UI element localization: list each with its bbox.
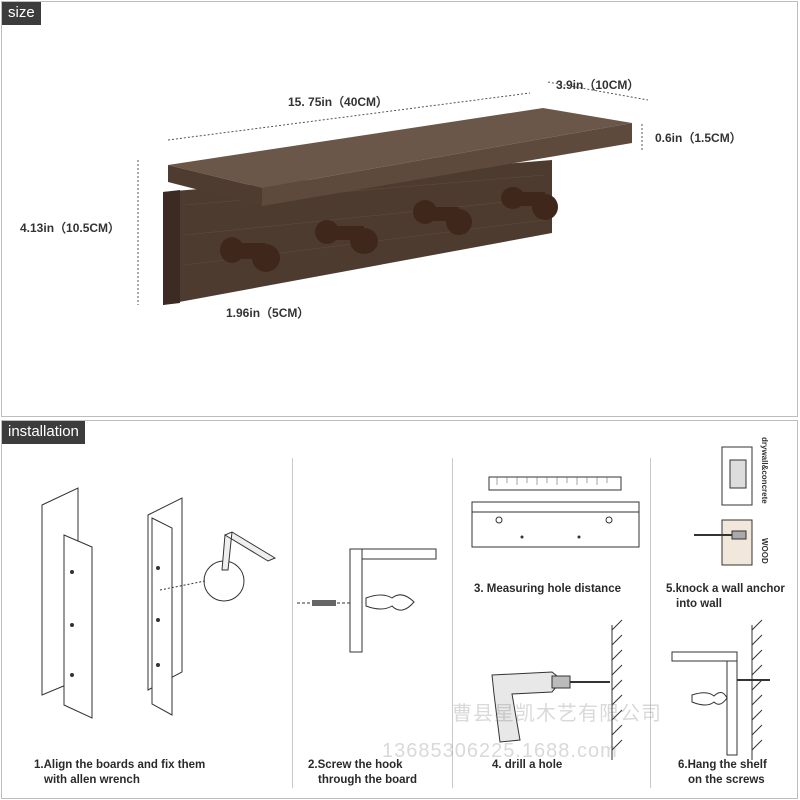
watermark-phone: 13685306225.1688.com xyxy=(382,740,618,762)
size-tag: size xyxy=(2,2,41,25)
step6-hang-illustration xyxy=(671,619,770,760)
depth-dimension: 3.9in（10CM） xyxy=(556,78,640,92)
length-dimension: 15. 75in（40CM） xyxy=(288,95,389,109)
wall-type-label: drywall&concrete xyxy=(760,437,769,504)
step2-hook-illustration xyxy=(297,548,437,653)
divider xyxy=(452,458,453,788)
step3-caption: 3. Measuring hole distance xyxy=(474,583,621,595)
step2-caption: 2.Screw the hook through the board xyxy=(308,759,418,786)
divider xyxy=(292,458,293,788)
divider xyxy=(650,458,651,788)
step1-boards-illustration xyxy=(41,487,277,719)
wall-type-label: WOOD xyxy=(760,538,769,564)
watermark-company: 曹县星凯木艺有限公司 xyxy=(452,703,662,725)
installation-panel: installation xyxy=(1,420,798,799)
step1-caption: 1.Align the boards and fix them with all… xyxy=(34,759,206,786)
height-dimension: 4.13in（10.5CM） xyxy=(20,221,121,235)
step6-caption: 6.Hang the shelf on the screws xyxy=(678,759,767,786)
step3-measure-illustration xyxy=(471,476,640,548)
spacing-dimension: 1.96in（5CM） xyxy=(226,306,310,320)
step5-anchor-illustration xyxy=(694,446,753,566)
step5-caption: 5.knock a wall anchor into wall xyxy=(666,583,785,610)
step4-drill-illustration xyxy=(491,619,623,760)
shelf-illustration xyxy=(137,81,649,305)
installation-tag: installation xyxy=(2,421,85,444)
step4-caption: 4. drill a hole xyxy=(492,759,563,771)
thickness-dimension: 0.6in（1.5CM） xyxy=(655,131,742,145)
